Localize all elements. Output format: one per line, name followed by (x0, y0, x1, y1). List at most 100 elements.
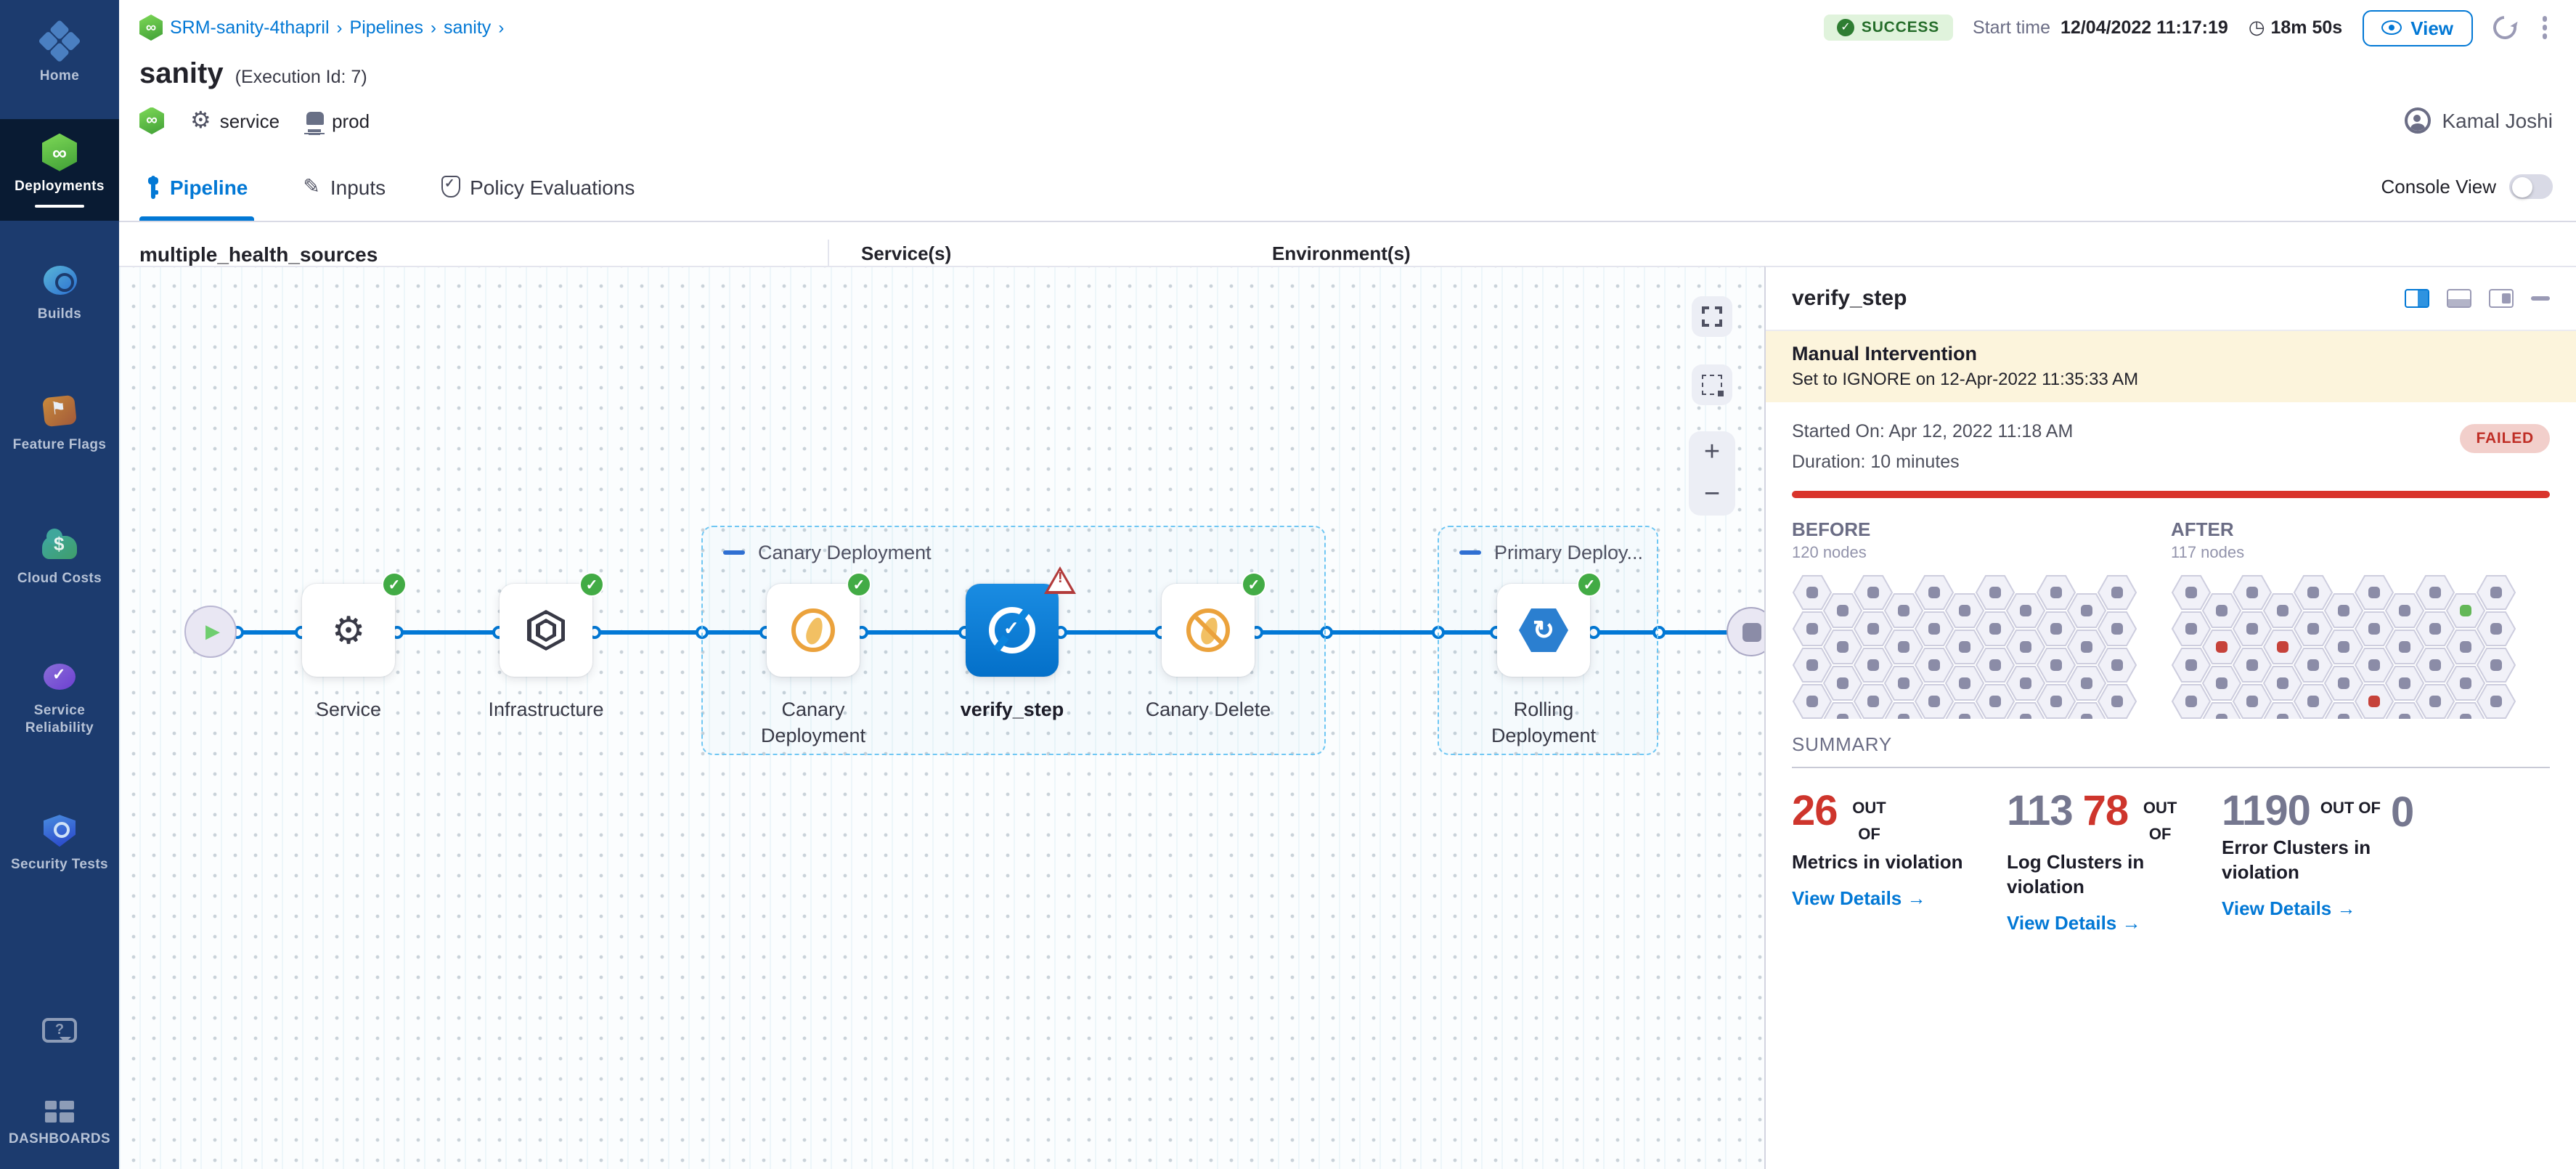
console-view-toggle[interactable] (2509, 174, 2553, 199)
help-chat-icon[interactable]: ? (42, 1018, 77, 1043)
node-dot (2399, 605, 2410, 616)
node-dot (2307, 659, 2319, 671)
node-dot (2399, 641, 2410, 653)
environment-tag[interactable]: prod (306, 110, 370, 131)
sidebar-item-service-reliability[interactable]: Service Reliability (0, 644, 119, 752)
group-label[interactable]: Primary Deploy... (1459, 542, 1643, 563)
node-hexagon[interactable] (2202, 702, 2241, 719)
pipeline-canvas[interactable]: Canary Deployment Primary Deploy... ▶ ⚙✓… (119, 266, 1764, 1169)
tab-policy-evaluations[interactable]: Policy Evaluations (435, 152, 640, 221)
marquee-icon (1702, 375, 1724, 396)
node-dot (2020, 714, 2031, 719)
sidebar-item-home[interactable]: Home (0, 9, 119, 99)
tab-inputs[interactable]: ✎Inputs (303, 174, 386, 198)
feature-flags-icon (41, 391, 78, 429)
sidebar-item-feature-flags[interactable]: Feature Flags (0, 377, 119, 467)
breadcrumb-pipelines[interactable]: Pipelines (349, 17, 423, 38)
page-title: sanity (139, 58, 224, 90)
user-menu[interactable]: Kamal Joshi (2404, 107, 2553, 134)
floating-view-icon[interactable] (2489, 289, 2514, 308)
stat-label: Metrics in violation (1792, 851, 1963, 873)
view-button[interactable]: View (2363, 9, 2472, 46)
node-infrastructure[interactable]: ✓ Infrastructure (488, 572, 604, 720)
refresh-icon[interactable] (2487, 11, 2521, 44)
node-hexagon[interactable] (2006, 702, 2045, 719)
node-dot (1898, 641, 1909, 653)
node-rolling-deployment[interactable]: ↻✓ Rolling Deployment (1491, 572, 1602, 746)
node-verify-step[interactable]: verify_step (961, 566, 1076, 720)
breadcrumb-project[interactable]: SRM-sanity-4thapril (170, 17, 330, 38)
node-dot (2460, 677, 2471, 689)
node-service[interactable]: ⚙✓ Service (302, 572, 407, 720)
node-dot-red (2216, 641, 2227, 653)
node-dot (1959, 605, 1970, 616)
node-dot (2185, 623, 2197, 635)
stage-group-canary[interactable]: Canary Deployment (701, 526, 1326, 755)
node-dot (2081, 714, 2092, 719)
node-dot (2246, 623, 2258, 635)
sidebar-item-cloud-costs[interactable]: Cloud Costs (0, 510, 119, 600)
split-view-icon[interactable] (2405, 289, 2429, 308)
sidebar-item-dashboards[interactable]: DASHBOARDS (9, 1101, 110, 1149)
node-hexagon[interactable] (1945, 702, 1984, 719)
node-dot (2460, 641, 2471, 653)
console-view-label: Console View (2381, 176, 2496, 197)
marquee-select-button[interactable] (1692, 364, 1732, 405)
node-hexagon[interactable] (2446, 702, 2485, 719)
view-details-link[interactable]: View Details → (2007, 911, 2141, 934)
stage-group-primary[interactable]: Primary Deploy... (1438, 526, 1658, 755)
node-canary-delete[interactable]: ✓ Canary Delete (1146, 572, 1271, 720)
group-label[interactable]: Canary Deployment (723, 542, 932, 563)
after-node-grid[interactable] (2171, 574, 2519, 719)
node-hexagon[interactable] (1823, 702, 1862, 719)
pipeline-start-node[interactable]: ▶ (184, 606, 237, 658)
sidebar-item-label: Builds (37, 306, 82, 322)
after-node-count: 117 nodes (2171, 545, 2245, 562)
view-details-link[interactable]: View Details → (1792, 887, 1926, 910)
fullscreen-icon (1702, 306, 1722, 327)
view-details-link[interactable]: View Details → (2222, 897, 2356, 919)
node-hexagon[interactable] (1884, 702, 1923, 719)
zoom-out-button[interactable]: − (1703, 478, 1721, 509)
node-dot (2050, 587, 2062, 598)
policy-shield-icon (441, 176, 460, 197)
user-avatar-icon (2404, 107, 2431, 134)
sidebar-item-label: Security Tests (10, 857, 109, 873)
bottom-view-icon[interactable] (2447, 289, 2471, 308)
node-canary-deployment[interactable]: ✓ Canary Deployment (761, 572, 871, 746)
tab-pipeline[interactable]: Pipeline (139, 152, 253, 221)
edge-connector-dot (1652, 625, 1665, 638)
node-dot (1806, 587, 1818, 598)
node-dot (2490, 696, 2502, 707)
node-hexagon[interactable] (2324, 702, 2363, 719)
fullscreen-button[interactable] (1692, 296, 1732, 337)
node-dot (2368, 659, 2380, 671)
top-header: ∞ SRM-sanity-4thapril› Pipelines› sanity… (119, 0, 2576, 55)
node-dot (1806, 659, 1818, 671)
more-options-icon[interactable] (2536, 14, 2553, 42)
breadcrumb-pipeline-name[interactable]: sanity (444, 17, 492, 38)
node-dot (2050, 623, 2062, 635)
minimize-panel-icon[interactable] (2531, 296, 2550, 301)
before-node-grid[interactable] (1792, 574, 2140, 719)
node-hexagon[interactable] (2263, 702, 2302, 719)
pipeline-end-node[interactable] (1727, 607, 1764, 656)
sidebar-item-builds[interactable]: Builds (0, 247, 119, 337)
service-tag[interactable]: ⚙service (190, 106, 280, 135)
node-dot (1959, 641, 1970, 653)
node-hexagon[interactable] (2385, 702, 2424, 719)
zoom-in-button[interactable]: + (1703, 436, 1721, 467)
sidebar-item-security-tests[interactable]: Security Tests (0, 797, 119, 887)
sidebar-item-label: Deployments (15, 179, 105, 208)
sidebar-item-deployments[interactable]: ∞Deployments (0, 118, 119, 221)
node-hexagon[interactable] (2067, 702, 2106, 719)
success-badge-icon: ✓ (382, 572, 407, 597)
node-dot (2246, 659, 2258, 671)
node-dot (1806, 623, 1818, 635)
node-dot (2185, 659, 2197, 671)
home-icon (38, 19, 81, 63)
node-dot (1867, 587, 1879, 598)
